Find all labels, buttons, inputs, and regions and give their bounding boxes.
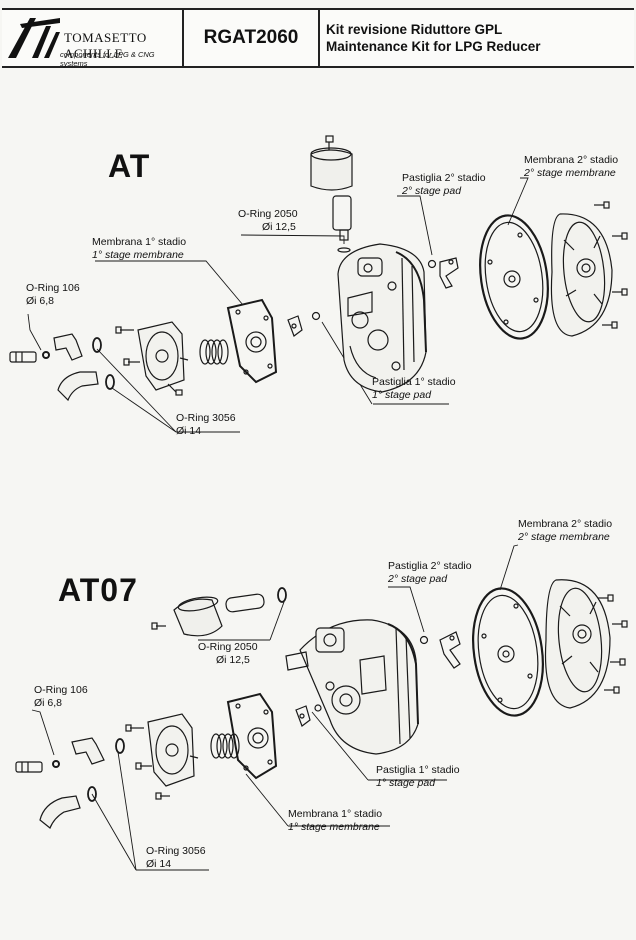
at07-leader-lines [31, 544, 519, 871]
at07-label-pad-2-stage: Pastiglia 2° stadio 2° stage pad [388, 560, 472, 585]
at-label-oring-3056: O-Ring 3056 Øi 14 [176, 412, 236, 437]
section-title-at07: AT07 [58, 572, 138, 608]
brand-name: TOMASETTO ACHILLE [64, 30, 147, 61]
at-membrane-1-stage [226, 298, 278, 384]
at07-cover-screws [598, 594, 628, 694]
at-cover-1-stage [115, 321, 189, 396]
brand-logo: TOMASETTO ACHILLE components for LPG & C… [2, 10, 184, 68]
at07-solenoid-assembly [151, 587, 287, 637]
at07-membrane-1-stage [226, 692, 278, 780]
at-leader-lines [27, 177, 529, 433]
at07-pad-1-stage [295, 704, 322, 727]
at-label-oring-106: O-Ring 106 Øi 6,8 [26, 282, 80, 307]
at07-label-membrane-2-stage: Membrana 2° stadio 2° stage membrane [518, 518, 613, 543]
ta-logo-icon [8, 18, 60, 58]
at-pad-1-stage [287, 311, 321, 337]
kit-title-en: Maintenance Kit for LPG Reducer [326, 39, 541, 54]
header-bar: TOMASETTO ACHILLE components for LPG & C… [2, 8, 634, 68]
at-spring [199, 339, 229, 365]
at07-label-oring-106: O-Ring 106 Øi 6,8 [34, 684, 88, 709]
at-membrane-2-stage [479, 214, 549, 340]
at07-cover-1-stage [125, 713, 199, 800]
at07-cover-2-stage [544, 579, 611, 709]
at07-pad-2-stage [419, 631, 461, 669]
at07-label-oring-3056: O-Ring 3056 Øi 14 [146, 845, 206, 870]
at07-spring [210, 733, 240, 759]
at07-reducer-body [285, 619, 419, 755]
at-label-membrane-1-stage: Membrana 1° stadio 1° stage membrane [92, 236, 187, 261]
kit-title: Kit revisione Riduttore GPL Maintenance … [320, 10, 634, 66]
at-cover-screws [594, 201, 628, 329]
kit-title-it: Kit revisione Riduttore GPL [326, 22, 503, 37]
at-pad-2-stage [427, 257, 459, 289]
at-label-pad-2-stage: Pastiglia 2° stadio 2° stage pad [402, 172, 486, 197]
at-label-membrane-2-stage: Membrana 2° stadio 2° stage membrane [524, 154, 619, 179]
at07-label-membrane-1-stage: Membrana 1° stadio 1° stage membrane [288, 808, 383, 833]
at07-membrane-2-stage [472, 587, 544, 717]
at07-fittings [15, 737, 125, 829]
at-solenoid-assembly [310, 135, 353, 253]
at-reducer-body [337, 243, 427, 393]
at-label-pad-1-stage: Pastiglia 1° stadio 1° stage pad [372, 376, 456, 401]
section-title-at: AT [108, 148, 151, 184]
at-cover-2-stage [550, 213, 613, 337]
at07-label-oring-2050: O-Ring 2050 Øi 12,5 [198, 641, 258, 666]
at-fittings [9, 333, 115, 402]
at07-label-pad-1-stage: Pastiglia 1° stadio 1° stage pad [376, 764, 460, 789]
product-code: RGAT2060 [184, 10, 320, 66]
brand-tagline: components for LPG & CNG systems [60, 50, 155, 68]
at-label-oring-2050: O-Ring 2050 Øi 12,5 [238, 208, 298, 233]
